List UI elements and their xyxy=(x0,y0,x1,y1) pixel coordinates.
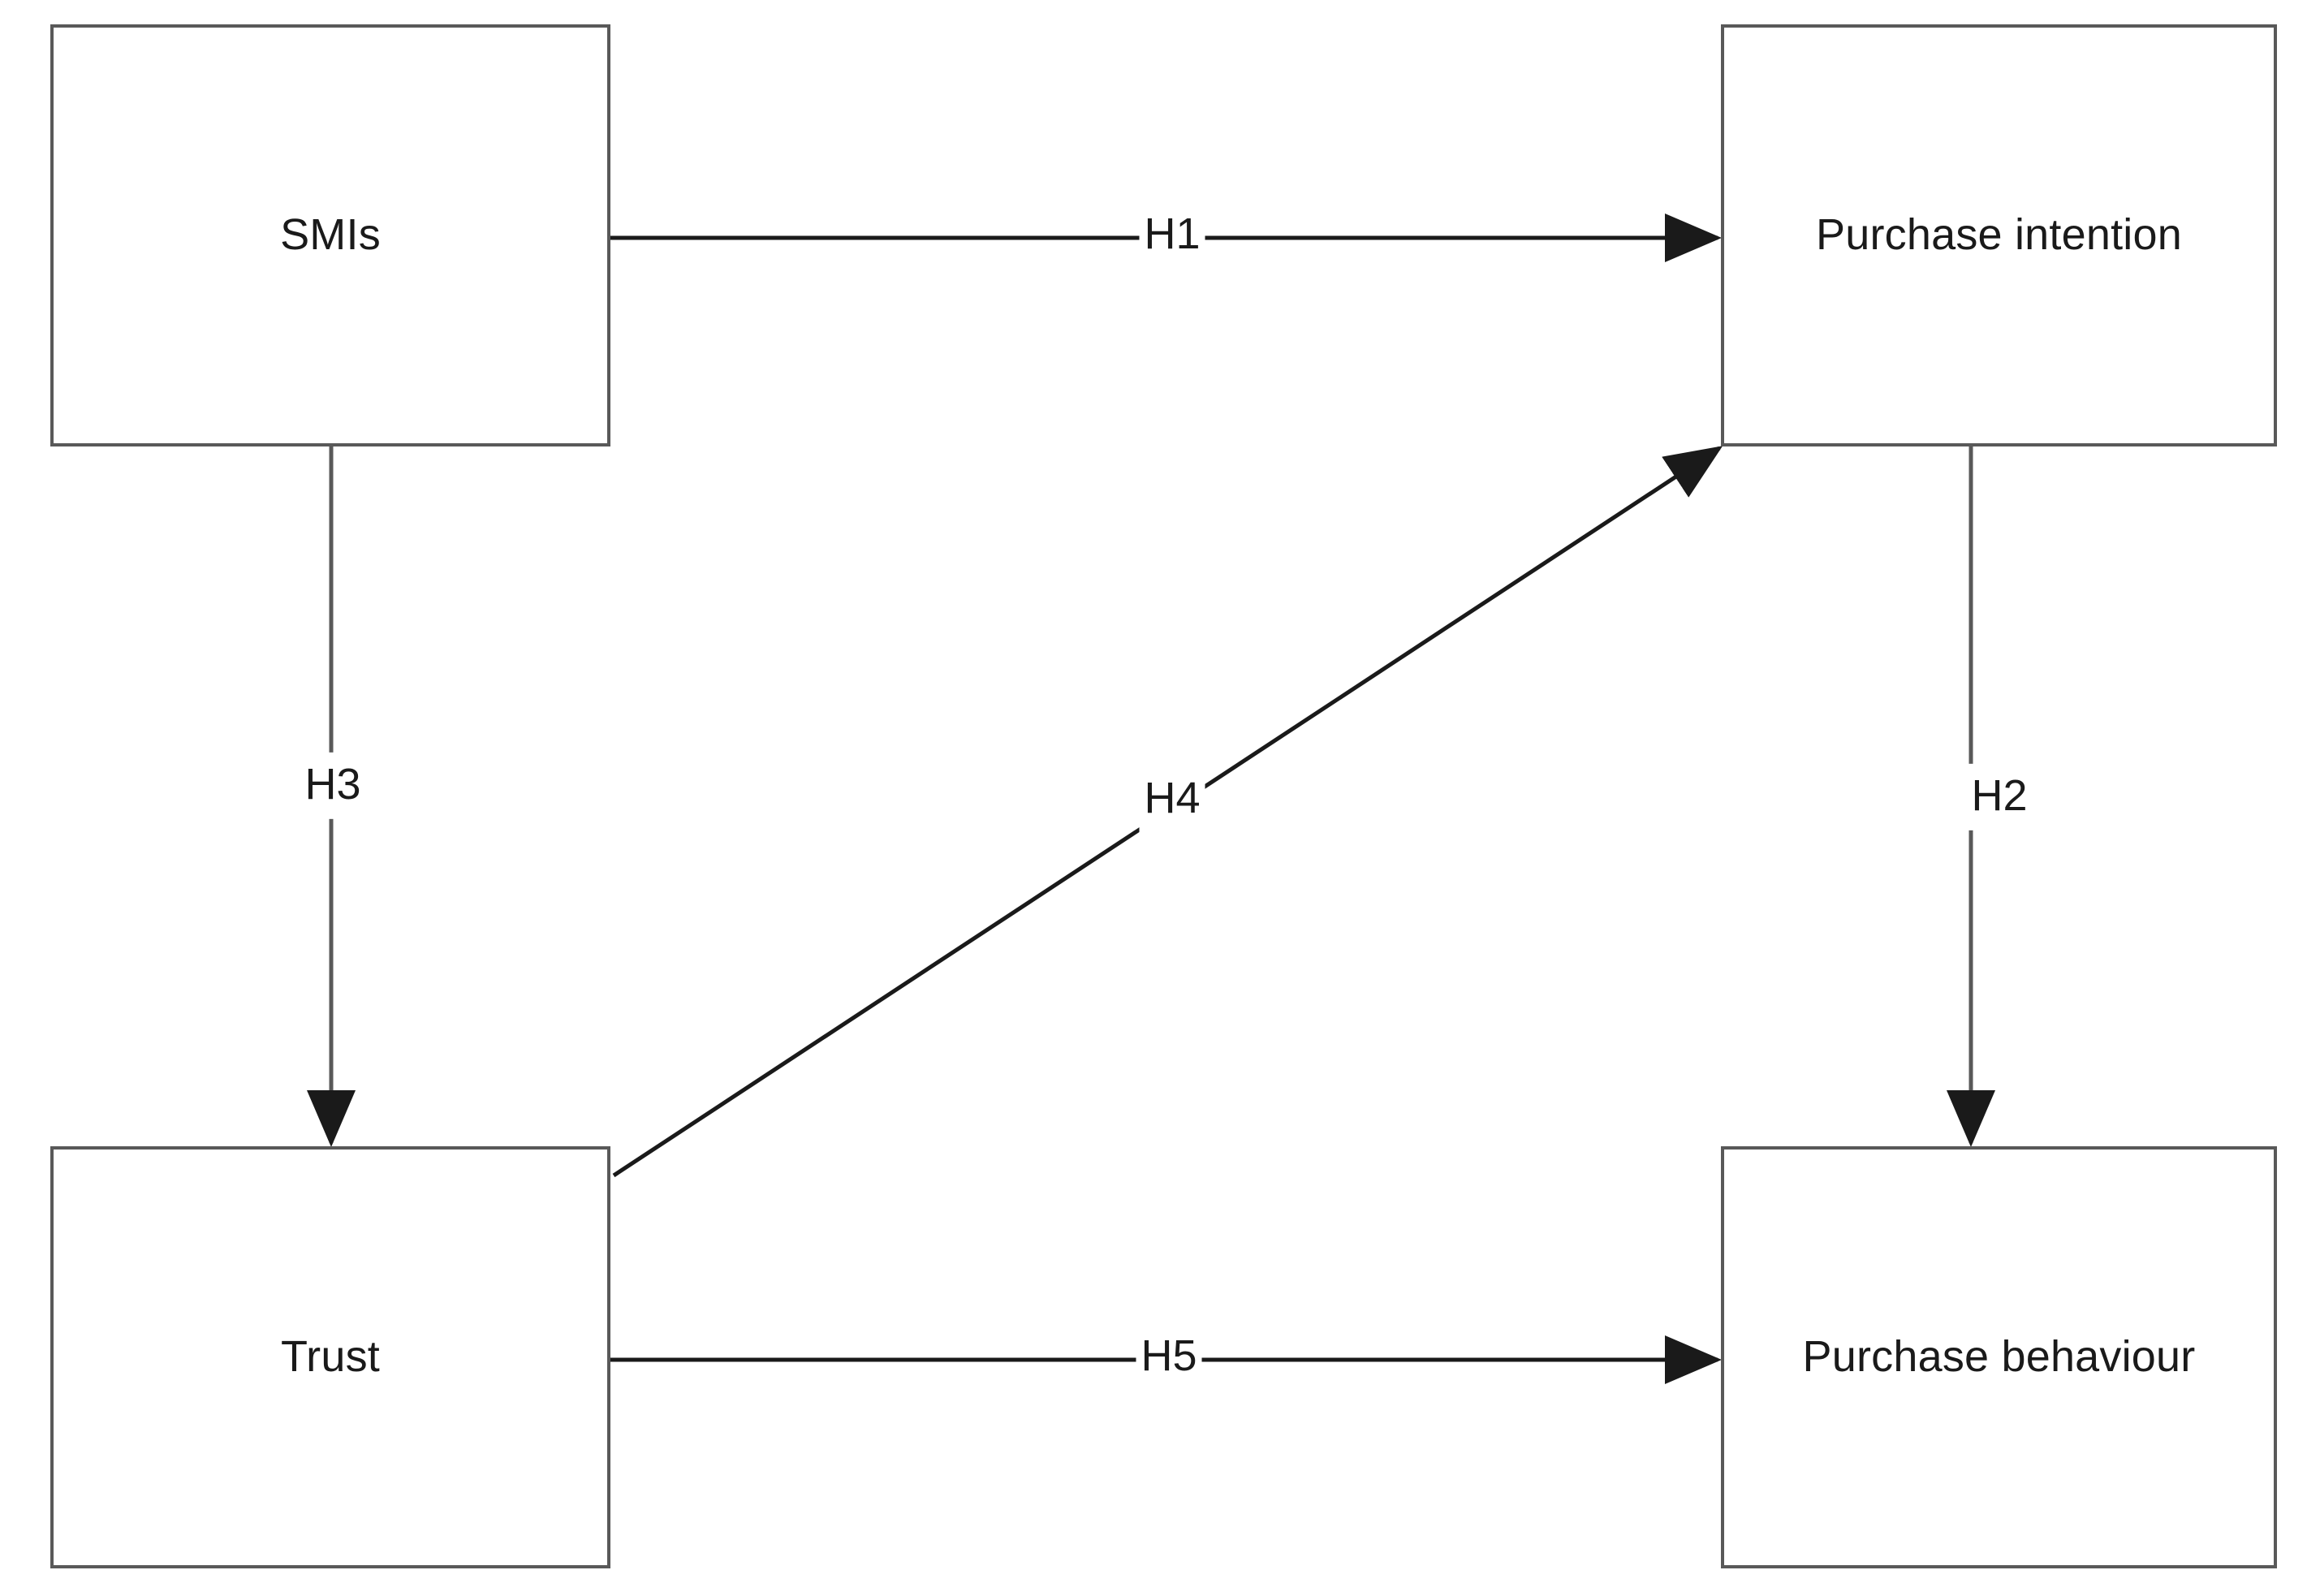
edge-label-h1: H1 xyxy=(1139,201,1205,270)
node-purchase-behaviour[interactable]: Purchase behaviour xyxy=(1721,1146,2277,1568)
edge-label-h5: H5 xyxy=(1136,1323,1202,1391)
node-smis-label: SMIs xyxy=(280,210,381,260)
edge-label-h4: H4 xyxy=(1139,766,1205,834)
node-purchase-behaviour-label: Purchase behaviour xyxy=(1802,1332,2196,1382)
node-trust-label: Trust xyxy=(281,1332,380,1382)
edge-label-h3: H3 xyxy=(300,752,366,820)
node-purchase-intention[interactable]: Purchase intention xyxy=(1721,24,2277,446)
node-purchase-intention-label: Purchase intention xyxy=(1816,210,2182,260)
node-smis[interactable]: SMIs xyxy=(50,24,610,446)
edge-label-h2: H2 xyxy=(1966,763,2033,831)
node-trust[interactable]: Trust xyxy=(50,1146,610,1568)
